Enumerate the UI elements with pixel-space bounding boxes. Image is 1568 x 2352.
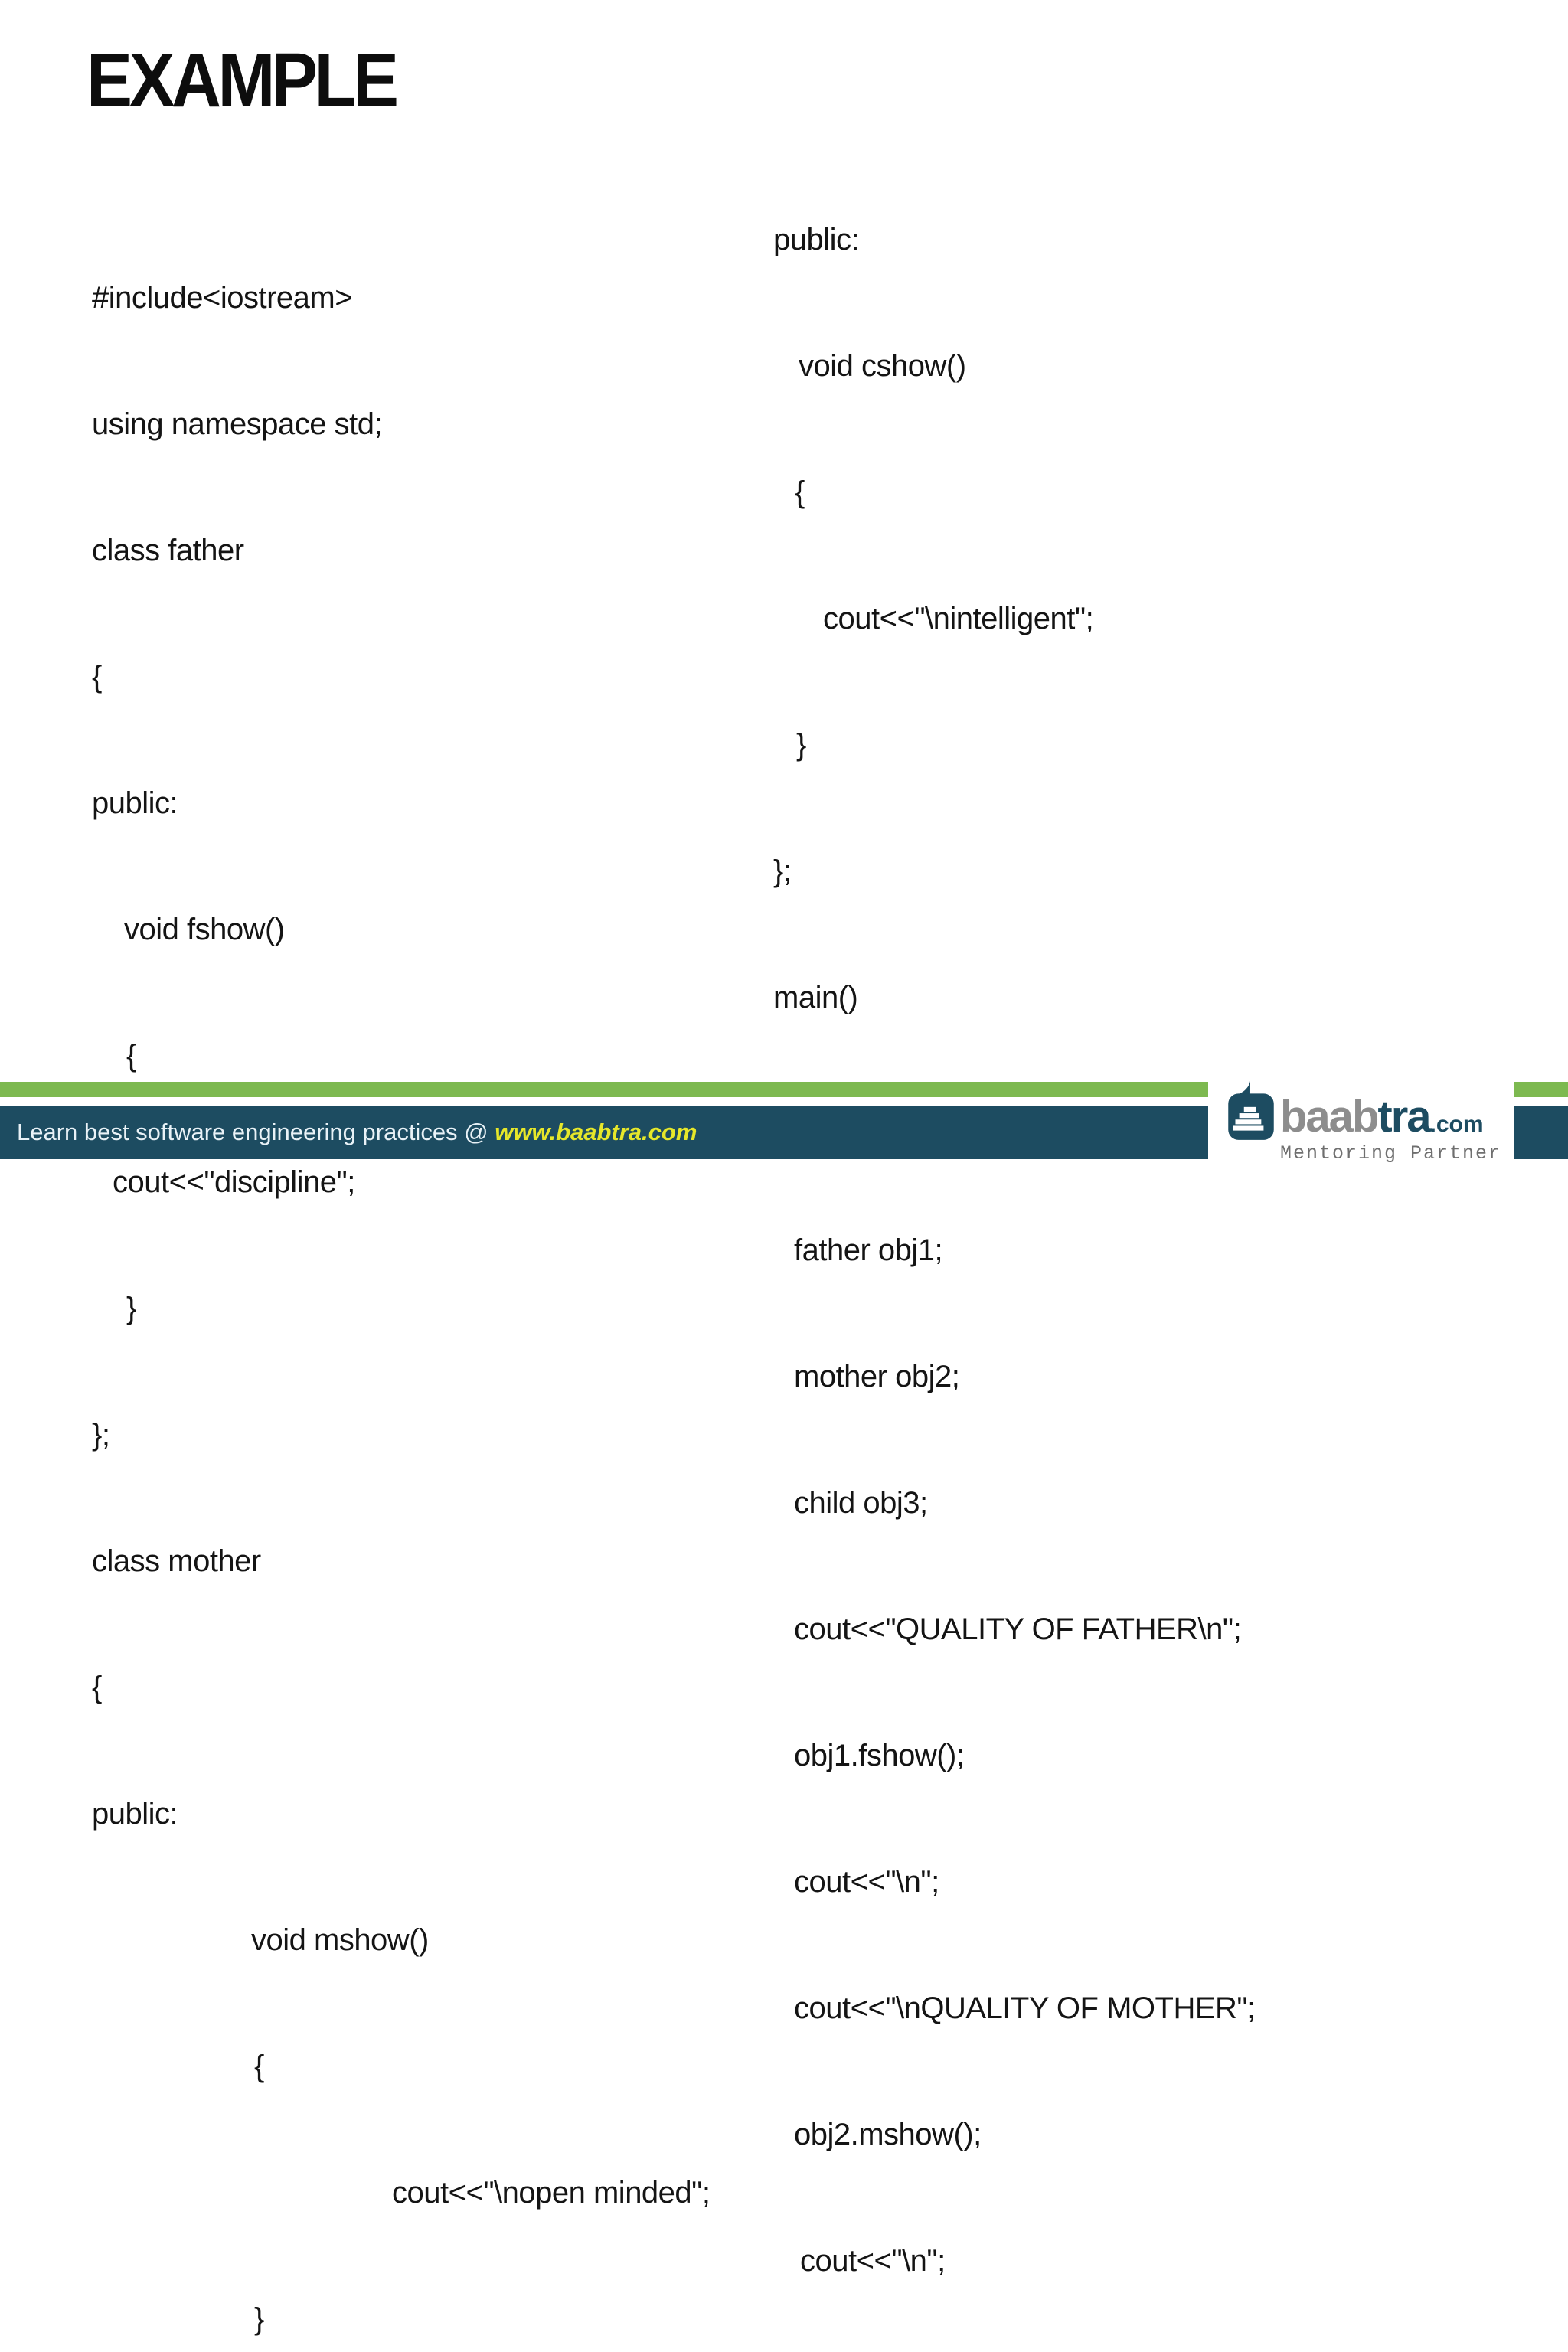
code-line: { (92, 1671, 102, 1704)
code-line: public: (92, 1797, 178, 1831)
footer-website-link: www.baabtra.com (495, 1119, 697, 1145)
page-title: EXAMPLE (87, 38, 399, 123)
code-line: { (254, 2050, 264, 2083)
code-line: obj2.mshow(); (794, 2118, 982, 2151)
code-line: cout<<"\nQUALITY OF MOTHER"; (794, 1991, 1256, 2025)
code-line: }; (92, 1418, 110, 1452)
code-line: { (126, 1039, 136, 1073)
code-line: father obj1; (794, 1233, 943, 1267)
code-line: class father (92, 534, 244, 567)
code-column-right: public: void cshow() { cout<<"\nintellig… (773, 135, 1269, 2352)
code-line: mother obj2; (794, 1360, 960, 1393)
code-line: void mshow() (251, 1923, 429, 1957)
code-line: cout<<"\nintelligent"; (823, 602, 1094, 635)
code-line: } (254, 2302, 264, 2336)
code-line: } (796, 728, 806, 762)
code-line: void fshow() (124, 913, 285, 946)
footer-green-bar (0, 1082, 1568, 1097)
baabtra-brand: baabtra.com (1280, 1095, 1501, 1139)
brand-part-tra: tra (1377, 1092, 1431, 1142)
code-line: class mother (92, 1544, 261, 1578)
logo-subtitle: Mentoring Partner (1280, 1142, 1502, 1165)
footer-tagline: Learn best software engineering practice… (17, 1119, 495, 1145)
code-line: void cshow() (799, 349, 966, 383)
code-line: cout<<"QUALITY OF FATHER\n"; (794, 1612, 1242, 1646)
code-line: } (126, 1292, 136, 1325)
baabtra-logo-text: baabtra.com Mentoring Partner (1280, 1081, 1501, 1165)
code-line: { (795, 475, 805, 509)
brand-part-baab: baab (1280, 1092, 1379, 1142)
brand-tld: .com (1429, 1112, 1484, 1137)
code-line: public: (92, 786, 178, 820)
baabtra-logo: baabtra.com Mentoring Partner (1208, 1073, 1514, 1176)
code-line: main() (773, 981, 858, 1014)
code-line: }; (773, 854, 792, 888)
code-line: obj1.fshow(); (794, 1739, 965, 1772)
code-line: cout<<"\n"; (794, 1865, 939, 1899)
code-line: cout<<"discipline"; (113, 1165, 355, 1199)
code-line: using namespace std; (92, 407, 383, 441)
code-line: child obj3; (794, 1486, 928, 1520)
code-line: #include<iostream> (92, 281, 353, 315)
code-column-left: #include<iostream> using namespace std; … (92, 193, 710, 2352)
baabtra-logo-icon (1228, 1081, 1274, 1140)
code-line: cout<<"\nopen minded"; (392, 2176, 710, 2210)
code-line: public: (773, 223, 860, 256)
code-line: cout<<"\n"; (800, 2244, 946, 2278)
code-line: { (92, 660, 102, 694)
